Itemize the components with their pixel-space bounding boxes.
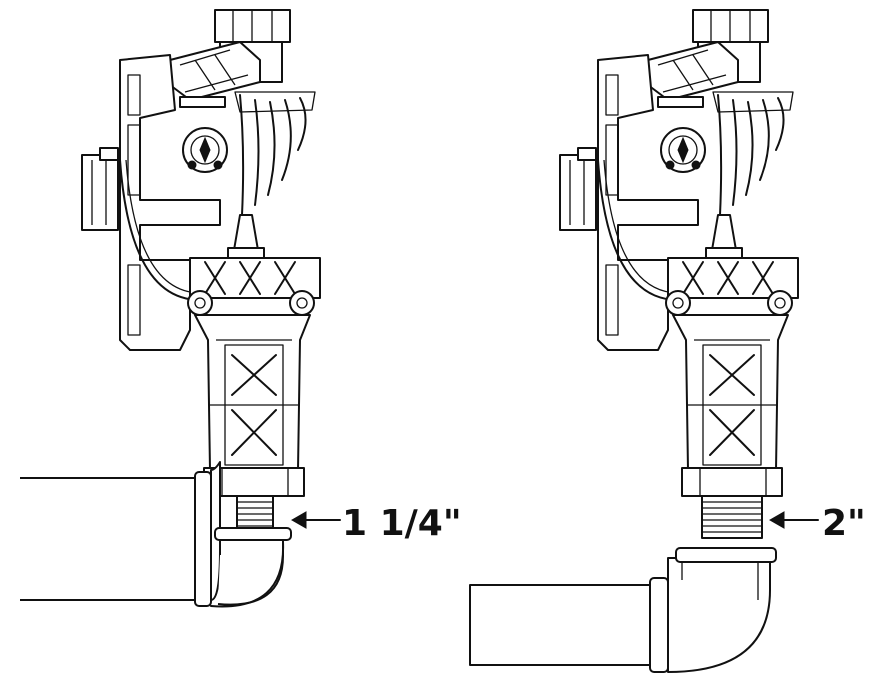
pipe-elbow-right bbox=[469, 547, 777, 673]
size-label-right: 2" bbox=[822, 503, 866, 544]
valve-left bbox=[81, 9, 321, 535]
valve-right bbox=[559, 9, 799, 539]
thread-right bbox=[701, 495, 763, 539]
size-callout-left: 1 1/4" bbox=[290, 503, 462, 544]
left-arrow-icon bbox=[768, 511, 819, 529]
pipe-elbow-left bbox=[20, 461, 292, 608]
size-callout-right: 2" bbox=[768, 503, 866, 544]
left-arrow-icon bbox=[290, 511, 341, 529]
size-label-left: 1 1/4" bbox=[342, 503, 462, 544]
